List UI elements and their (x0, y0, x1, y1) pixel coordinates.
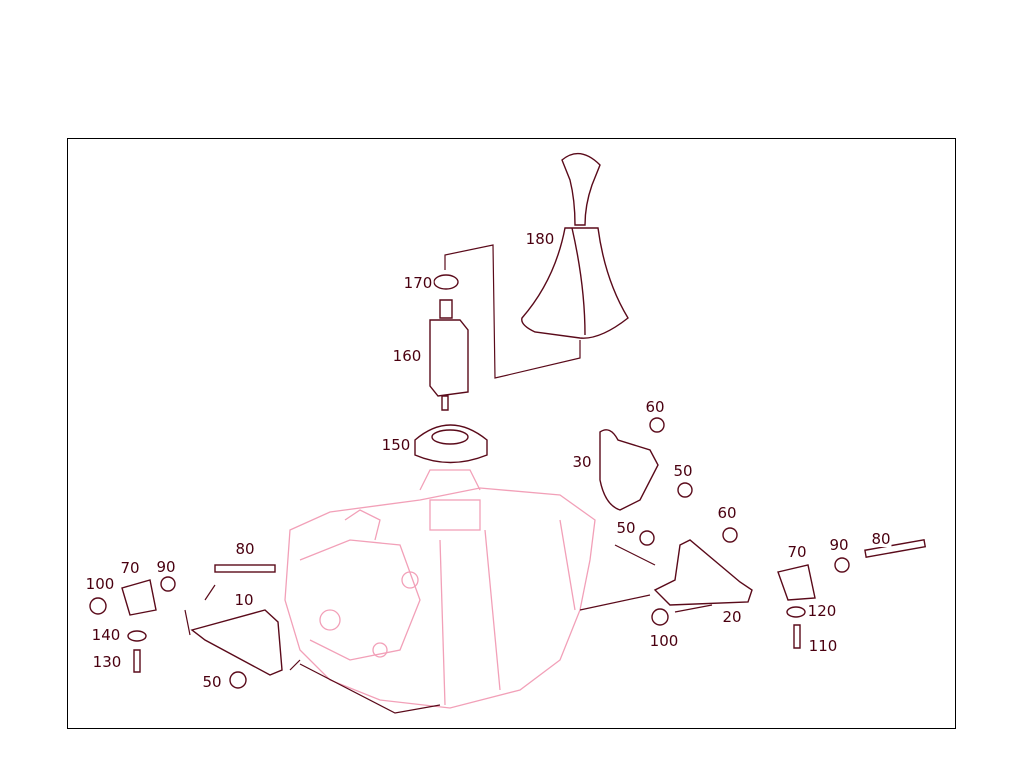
shift-boot-shape (521, 227, 629, 339)
label-70-left: 70 (119, 559, 141, 577)
nut-shape (433, 274, 459, 290)
transmission-housing (284, 469, 596, 709)
label-170: 170 (402, 274, 434, 292)
label-160: 160 (391, 347, 423, 365)
label-60-upper: 60 (644, 398, 666, 416)
label-180: 180 (524, 230, 556, 248)
label-50-mid: 50 (615, 519, 637, 537)
label-50-upper: 50 (672, 462, 694, 480)
label-150: 150 (380, 436, 412, 454)
label-90-right: 90 (828, 536, 850, 554)
label-30: 30 (571, 453, 593, 471)
shift-knob-shape (561, 152, 601, 226)
diagram-frame (67, 138, 956, 729)
label-50-left: 50 (201, 673, 223, 691)
bolt-right-80-shape (864, 539, 927, 558)
bracket-10-shape (190, 609, 283, 676)
label-10: 10 (233, 591, 255, 609)
mount-left-shape (121, 579, 157, 616)
bracket-30-shape (599, 429, 659, 511)
label-70-right: 70 (786, 543, 808, 561)
bolt-left-80-shape (214, 564, 276, 573)
label-80-left: 80 (234, 540, 256, 558)
label-140: 140 (90, 626, 122, 644)
label-110: 110 (807, 637, 839, 655)
label-60-mid: 60 (716, 504, 738, 522)
label-130: 130 (91, 653, 123, 671)
mount-right-shape (777, 564, 816, 601)
label-100-left: 100 (84, 575, 116, 593)
bracket-20-shape (653, 539, 753, 606)
parts (89, 152, 927, 689)
label-80-right: 80 (870, 530, 892, 548)
label-90-left: 90 (155, 558, 177, 576)
label-20: 20 (721, 608, 743, 626)
label-100-right: 100 (648, 632, 680, 650)
leader-lines (184, 244, 713, 714)
label-120: 120 (806, 602, 838, 620)
lever-block-shape (429, 319, 469, 397)
